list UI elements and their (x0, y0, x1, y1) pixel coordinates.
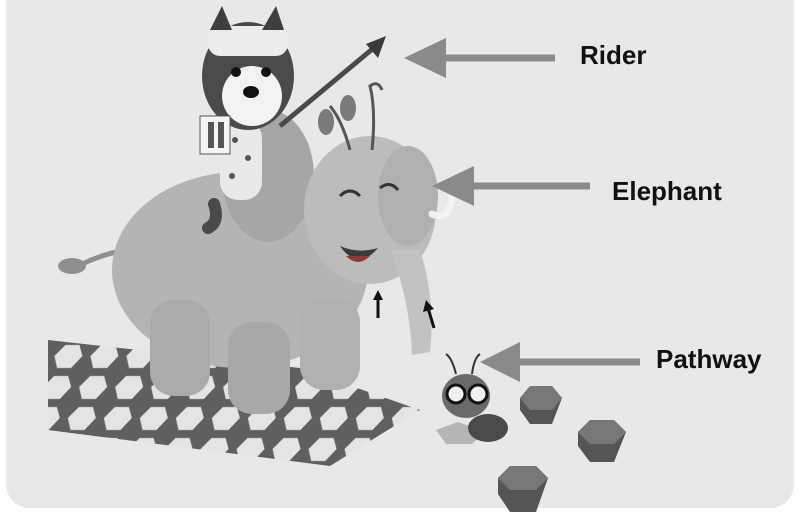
rider-arrow (404, 38, 555, 78)
elephant-arrow (432, 166, 590, 206)
ant-character (436, 353, 508, 444)
rider-label: Rider (580, 40, 647, 70)
elephant-label: Elephant (612, 176, 722, 206)
rider-character (199, 6, 386, 234)
elephant-character (58, 82, 456, 414)
hexagon-stack (498, 386, 626, 512)
pathway-arrow (480, 342, 640, 382)
pathway-label: Pathway (656, 344, 762, 374)
